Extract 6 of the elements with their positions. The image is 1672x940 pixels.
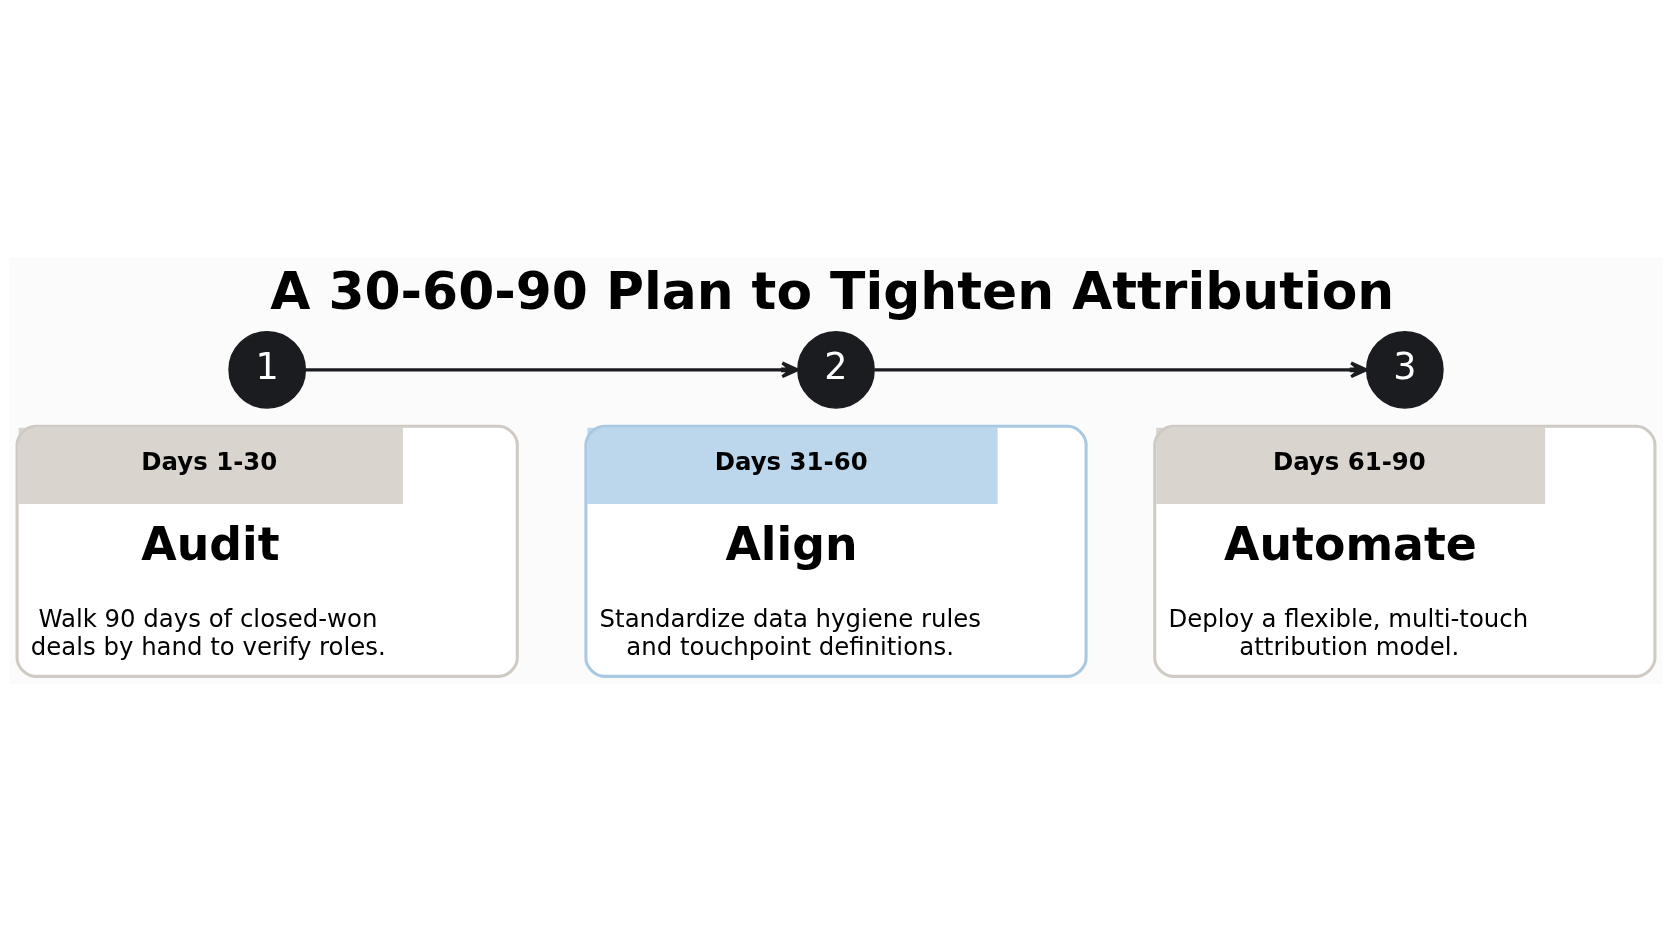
node-circle: 3 xyxy=(1365,330,1444,409)
node-circle: 1 xyxy=(228,330,307,409)
node-circle: 2 xyxy=(797,330,875,409)
arrow xyxy=(305,360,800,378)
diagram-title: A 30-60-90 Plan to Tighten Attribution xyxy=(270,260,1395,321)
arrow xyxy=(874,360,1368,378)
